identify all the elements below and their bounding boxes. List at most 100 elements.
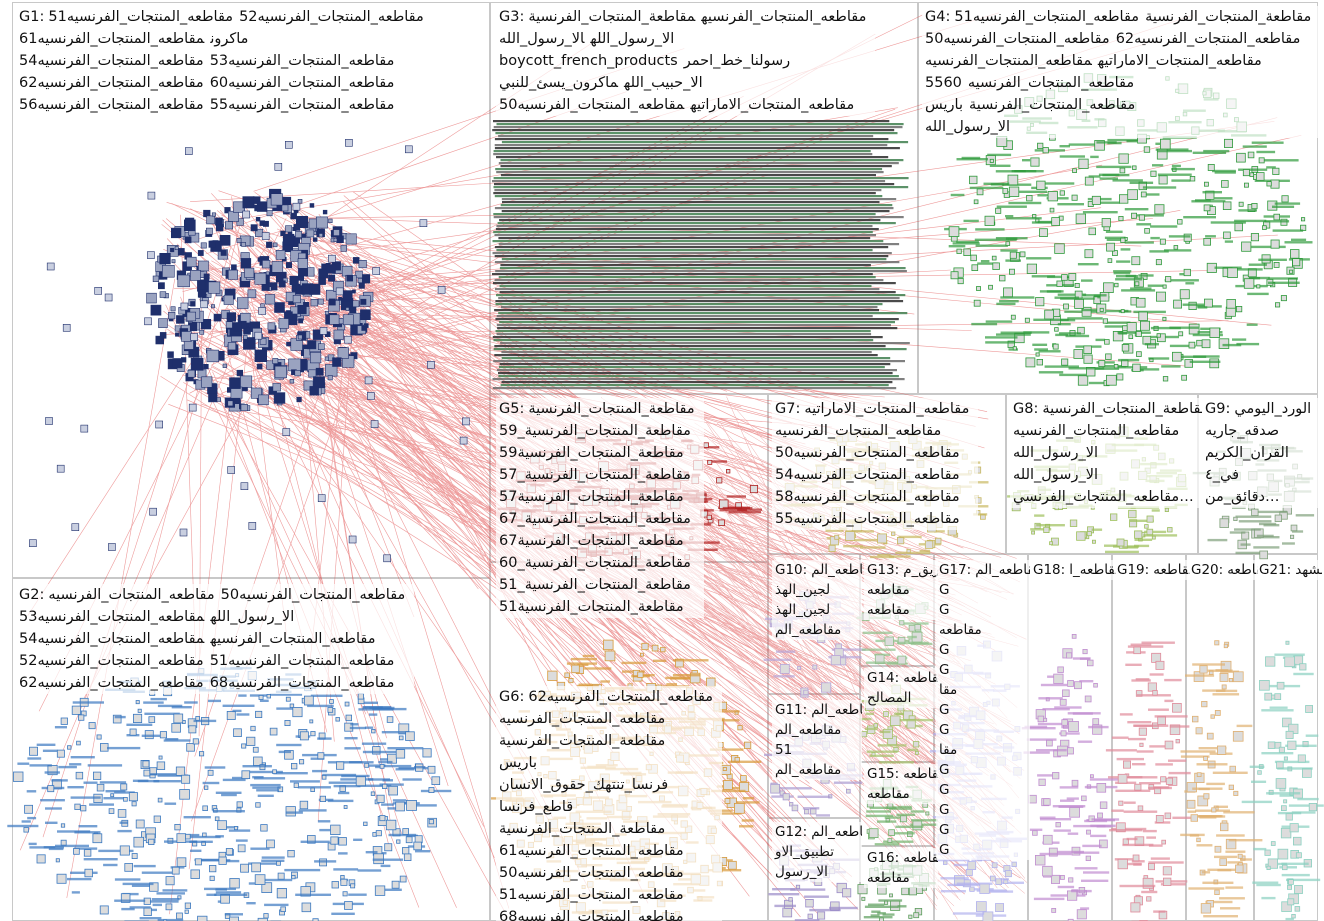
vertex	[1086, 531, 1092, 537]
vertex	[327, 799, 354, 803]
group-g16-hashtag: مقاطعه	[867, 870, 910, 886]
vertex	[1294, 906, 1301, 912]
vertex	[387, 747, 424, 750]
vertex	[1235, 864, 1244, 873]
vertex	[728, 860, 737, 870]
vertex	[164, 802, 177, 805]
vertex	[1054, 243, 1065, 254]
vertex	[749, 484, 758, 494]
vertex	[495, 318, 899, 321]
vertex	[158, 755, 163, 760]
vertex	[192, 738, 199, 745]
group-g6-hashtag: مقاطعه_المنتجات_الفرنسيه51	[499, 887, 684, 903]
edge	[27, 243, 269, 616]
group-g1-hashtag: مقاطعه_المنتجات_الفرنسيه56	[19, 97, 204, 113]
vertex	[901, 887, 909, 896]
vertex	[344, 737, 358, 740]
vertex	[1049, 541, 1053, 546]
vertex	[221, 793, 237, 797]
vertex	[309, 351, 322, 364]
vertex	[865, 712, 874, 716]
vertex	[194, 858, 202, 866]
vertex	[1169, 724, 1181, 735]
vertex	[369, 713, 378, 716]
vertex	[1281, 873, 1310, 877]
vertex	[1251, 508, 1259, 517]
vertex	[494, 183, 895, 186]
vertex	[1043, 717, 1048, 722]
vertex	[1295, 852, 1302, 859]
vertex	[817, 911, 826, 920]
vertex	[706, 514, 712, 521]
vertex	[229, 916, 240, 921]
vertex	[254, 874, 266, 885]
vertex	[1136, 351, 1142, 357]
vertex	[381, 731, 410, 734]
vertex	[1262, 225, 1267, 230]
vertex	[898, 535, 922, 539]
vertex	[773, 675, 795, 678]
vertex	[229, 377, 241, 389]
vertex	[1177, 219, 1183, 225]
vertex	[1291, 811, 1316, 814]
vertex	[857, 884, 868, 895]
vertex	[1130, 643, 1152, 646]
vertex	[261, 232, 270, 240]
vertex	[1154, 715, 1188, 718]
vertex	[603, 639, 614, 651]
vertex	[1162, 376, 1169, 382]
vertex	[364, 376, 373, 385]
vertex	[70, 871, 98, 874]
edge	[42, 246, 232, 838]
vertex	[1251, 245, 1286, 249]
vertex	[124, 863, 134, 872]
vertex	[307, 340, 317, 350]
group-g1-hashtag: ماكرون	[210, 31, 249, 47]
vertex	[1214, 710, 1221, 716]
vertex	[1272, 167, 1280, 175]
group-g1-hashtag: مقاطعه_المنتجات_الفرنسيه55	[209, 97, 395, 113]
vertex	[934, 530, 945, 533]
vertex	[1151, 509, 1160, 512]
vertex	[184, 902, 191, 909]
vertex	[240, 375, 253, 388]
vertex	[1035, 352, 1040, 357]
vertex	[1292, 258, 1301, 267]
vertex	[1093, 683, 1098, 688]
vertex	[1167, 527, 1173, 533]
vertex	[1030, 528, 1052, 531]
vertex	[135, 819, 145, 829]
vertex	[252, 786, 281, 789]
vertex	[1118, 358, 1140, 362]
vertex	[1039, 816, 1056, 819]
vertex	[21, 820, 31, 823]
vertex	[1149, 250, 1169, 253]
vertex	[1267, 858, 1278, 869]
vertex	[1130, 902, 1141, 913]
vertex	[651, 644, 659, 652]
group-g9-label-row: في_٤	[1205, 464, 1317, 486]
vertex	[176, 833, 187, 843]
vertex	[48, 847, 64, 851]
vertex	[1122, 838, 1129, 845]
vertex	[232, 709, 242, 713]
group-g17-hashtag: G	[939, 782, 950, 798]
vertex	[284, 141, 293, 149]
group-g5-label-row: مقاطعة_المنتجات_الفرنسية_51	[499, 574, 701, 596]
vertex	[1162, 316, 1167, 321]
vertex	[1104, 339, 1110, 345]
vertex	[1209, 327, 1220, 339]
vertex	[1266, 865, 1271, 871]
vertex	[224, 207, 231, 214]
vertex	[204, 766, 226, 769]
vertex	[75, 771, 84, 780]
vertex	[176, 315, 185, 324]
vertex	[1228, 839, 1263, 842]
vertex	[1054, 296, 1079, 299]
vertex	[208, 392, 218, 403]
vertex	[547, 670, 558, 681]
vertex	[1240, 543, 1251, 546]
vertex	[243, 337, 256, 350]
group-g17-label-row: G	[939, 780, 1027, 800]
vertex	[1233, 516, 1238, 522]
